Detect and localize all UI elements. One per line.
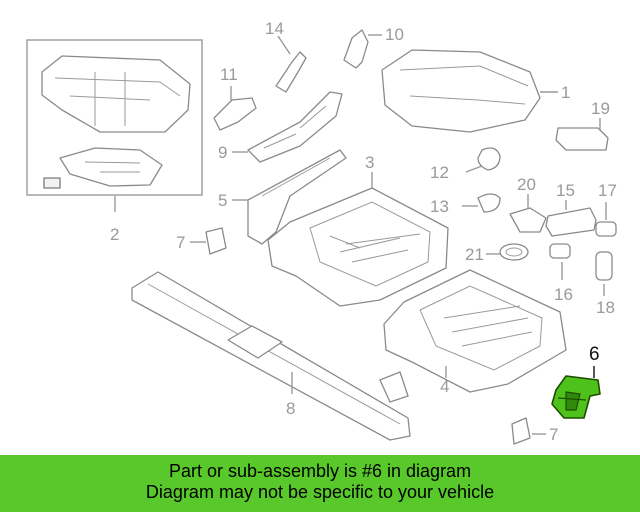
part-4-seat-frame: 4 [379,269,567,403]
part-11-lever: 11 [213,65,257,131]
info-banner: Part or sub-assembly is #6 in diagram Di… [0,455,640,512]
cushion-mat [59,147,163,187]
part-3-seat-frame: 3 [267,153,449,307]
part-12-knob: 12 [430,147,501,182]
parts-diagram: 2 1 10 14 11 9 19 [26,19,617,445]
callout-11: 11 [220,65,238,84]
callout-14: 14 [265,19,284,38]
part-15-switch: 15 [545,181,597,237]
callout-1: 1 [561,83,570,102]
part-14-bracket: 14 [265,19,307,93]
part-18-cover: 18 [595,251,615,317]
part-7-bracket-b: 7 [511,417,558,445]
part-8-rail: 8 [131,271,411,441]
part-19-switch: 19 [555,99,610,151]
callout-20: 20 [517,175,536,194]
part-5-rail: 5 [218,149,347,245]
part-9-side-trim: 9 [218,91,343,163]
part-17-knob: 17 [595,181,617,237]
part-21-ring: 21 [465,243,529,264]
part-6-highlighted: 6 [551,344,601,419]
part-13-cap: 13 [430,193,501,216]
part-1-seat-cushion: 1 [381,49,570,133]
callout-19: 19 [591,99,610,118]
callout-21: 21 [465,245,484,264]
callout-2: 2 [110,225,119,244]
callout-7a: 7 [176,233,185,252]
callout-4: 4 [440,377,449,396]
part-20-handle: 20 [509,175,547,233]
cushion-pad [41,55,191,133]
part-2-cushion-group: 2 [26,39,203,244]
banner-line-2: Diagram may not be specific to your vehi… [145,482,495,502]
part-16-knob: 16 [549,243,573,304]
callout-18: 18 [596,298,615,317]
part-10-bracket: 10 [343,25,404,69]
callout-12: 12 [430,163,449,182]
callout-17: 17 [598,181,617,200]
callout-3: 3 [365,153,374,172]
callout-6: 6 [589,344,600,365]
banner-line-1: Part or sub-assembly is #6 in diagram [168,461,472,481]
callout-16: 16 [554,285,573,304]
callout-7b: 7 [549,425,558,444]
callout-5: 5 [218,191,227,210]
part-7-bracket-a: 7 [176,227,227,255]
cushion-clip [43,177,61,189]
callout-13: 13 [430,197,449,216]
callout-15: 15 [556,181,575,200]
callout-9: 9 [218,143,227,162]
callout-10: 10 [385,25,404,44]
callout-8: 8 [286,399,295,418]
inset-box [26,39,203,196]
